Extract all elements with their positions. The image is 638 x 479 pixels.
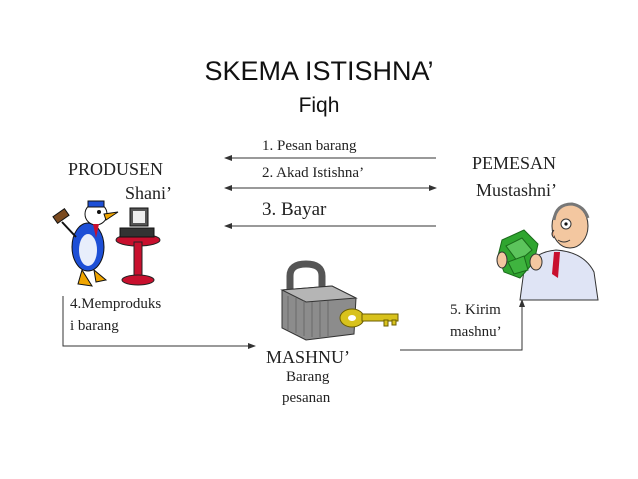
padlock-with-key-icon <box>280 260 399 341</box>
arrow-memproduksi <box>62 296 256 349</box>
step-4-label-line1: 4.Memproduks <box>70 296 162 312</box>
object-sublabel-line2: pesanan <box>282 390 331 406</box>
producer-sublabel: Shani’ <box>125 183 172 203</box>
duck-at-computer-icon <box>52 200 161 287</box>
diagram-title: SKEMA ISTISHNA’ <box>204 56 434 86</box>
orderer-label: PEMESAN <box>472 153 557 173</box>
producer-label: PRODUSEN <box>68 159 164 179</box>
businessman-with-money-icon <box>496 202 599 301</box>
orderer-sublabel: Mustashni’ <box>476 180 557 200</box>
object-sublabel-line1: Barang <box>286 369 330 385</box>
step-4-label-line2: i barang <box>70 318 119 334</box>
object-label: MASHNU’ <box>266 347 351 367</box>
step-1-label: 1. Pesan barang <box>262 138 357 154</box>
step-5-label-line2: mashnu’ <box>450 324 502 340</box>
step-3-label: 3. Bayar <box>262 199 327 220</box>
diagram-subtitle: Fiqh <box>298 94 340 117</box>
step-5-label-line1: 5. Kirim <box>450 302 501 318</box>
step-2-label: 2. Akad Istishna’ <box>262 165 365 181</box>
arrow-kirim <box>400 299 525 351</box>
